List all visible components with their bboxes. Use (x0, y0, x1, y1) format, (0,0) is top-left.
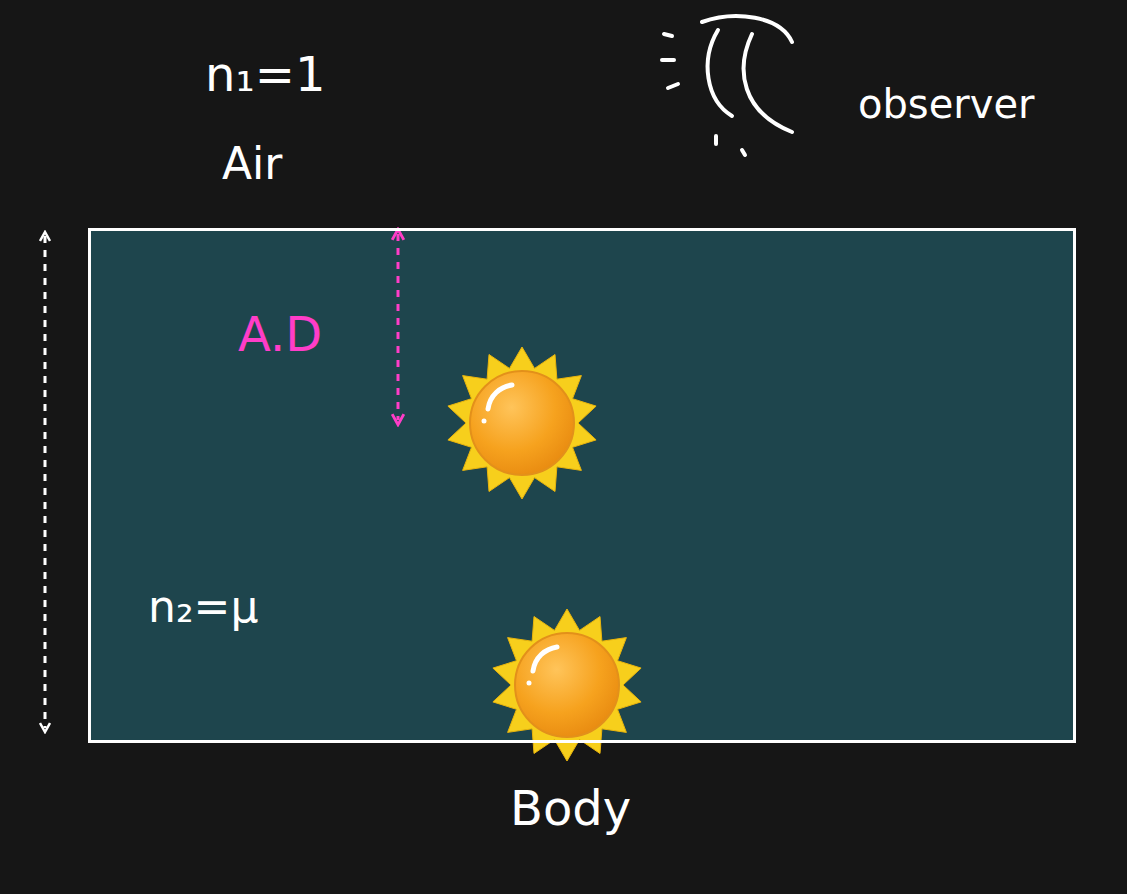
observer-label: observer (858, 82, 1034, 126)
medium-fill (88, 228, 1076, 740)
apparent-depth-label: A.D (238, 308, 322, 361)
refractive-index-label: n₂=μ (148, 583, 258, 631)
apparent-depth-arrow (397, 234, 400, 420)
medium-name: Air (222, 140, 282, 188)
eye-icon (662, 16, 792, 155)
object-sun (493, 609, 641, 761)
depth-arrow (44, 236, 47, 728)
object-label: Body (510, 782, 631, 835)
refractive-index-label: n₁=1 (205, 48, 325, 101)
medium-slab: n₂=μ (88, 228, 1076, 743)
image-sun (448, 347, 596, 499)
